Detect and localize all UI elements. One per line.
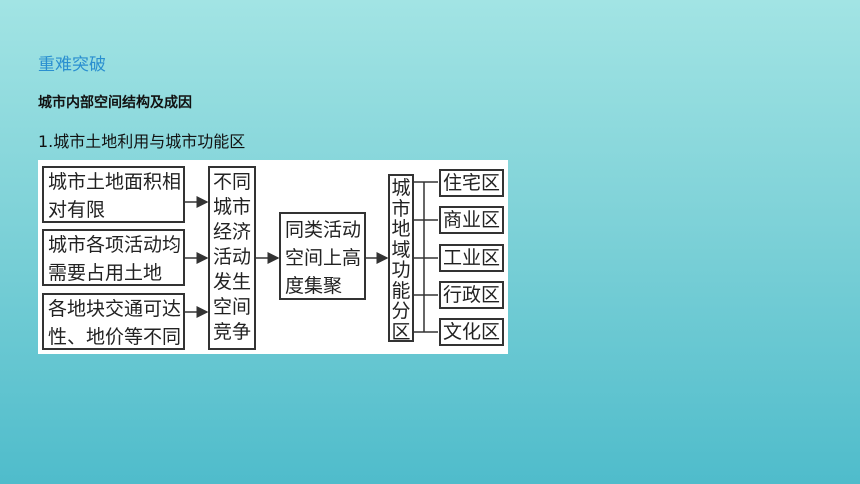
flow-diagram: 城市土地面积相 对有限 城市各项活动均 需要占用土地 各地块交通可达 性、地价等…	[38, 160, 508, 354]
section-title: 1.城市土地利用与城市功能区	[38, 132, 246, 151]
cause-1-line-2: 对有限	[48, 199, 106, 221]
sub-heading: 城市内部空间结构及成因	[38, 95, 192, 111]
gathering-line-1: 同类活动	[285, 219, 362, 241]
competition-row-3: 经济	[212, 221, 252, 243]
zones-title-char: 地	[391, 218, 411, 240]
zones-title-char: 市	[391, 197, 411, 220]
competition-row-5: 发生	[212, 271, 252, 293]
page-heading: 重难突破	[38, 55, 106, 75]
zone-box-commercial: 商业区	[439, 206, 504, 234]
competition-row-7: 竞争	[212, 321, 252, 343]
cause-box-3: 各地块交通可达 性、地价等不同	[42, 293, 185, 350]
zone-box-residential: 住宅区	[439, 169, 504, 197]
cause-2-line-1: 城市各项活动均	[48, 234, 182, 256]
cause-2-line-2: 需要占用土地	[48, 262, 163, 284]
cause-box-1: 城市土地面积相 对有限	[42, 166, 185, 223]
cause-3-line-2: 性、地价等不同	[48, 326, 182, 348]
zone-box-administrative: 行政区	[439, 281, 504, 309]
zone-box-industrial: 工业区	[439, 244, 504, 272]
zones-title-char: 功	[391, 259, 411, 281]
zones-title-char: 域	[391, 238, 411, 261]
gathering-line-3: 度集聚	[285, 275, 343, 297]
diagram-connectors	[185, 181, 438, 333]
zones-title-char: 区	[391, 320, 411, 343]
cause-3-line-1: 各地块交通可达	[48, 298, 182, 320]
competition-row-1: 不同	[212, 171, 252, 193]
competition-row-4: 活动	[212, 246, 252, 268]
competition-box: 不同 城市 经济 活动 发生 空间 竞争	[208, 166, 256, 350]
zones-title-char: 城	[391, 177, 411, 199]
cause-1-line-1: 城市土地面积相	[48, 171, 182, 193]
gathering-line-2: 空间上高	[285, 247, 362, 269]
cause-box-2: 城市各项活动均 需要占用土地	[42, 229, 185, 286]
gathering-box: 同类活动 空间上高 度集聚	[279, 212, 366, 300]
competition-row-6: 空间	[212, 296, 252, 318]
zones-title-box: 城 市 地 域 功 能 分 区	[388, 174, 414, 342]
competition-row-2: 城市	[212, 196, 252, 218]
zones-title-char: 分	[391, 300, 411, 322]
zones-title-char: 能	[391, 279, 411, 302]
zone-box-cultural: 文化区	[439, 318, 504, 346]
